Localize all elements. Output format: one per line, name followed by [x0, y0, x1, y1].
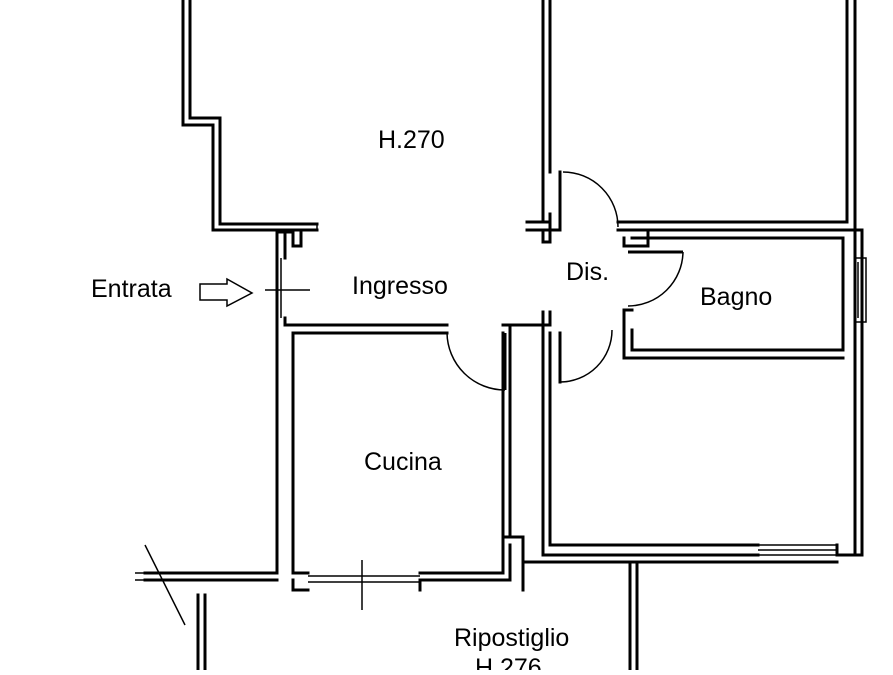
door-kitchen [446, 332, 507, 391]
wall-living-west [181, 0, 319, 232]
label-height-main: H.270 [378, 126, 445, 154]
label-entrance: Entrata [91, 275, 172, 303]
label-hall: Ingresso [352, 272, 448, 300]
wall-storage [196, 535, 839, 672]
wall-partition-upper [525, 0, 562, 244]
wall-lower-right-room [541, 310, 864, 557]
wall-kitchen [143, 323, 545, 610]
wall-entrance [265, 230, 310, 575]
break-line [135, 544, 186, 626]
entrance-arrow-icon [199, 277, 254, 308]
door-bathroom [627, 250, 684, 307]
wall-bathroom [616, 220, 867, 557]
door-bedroom-upper [562, 171, 619, 228]
label-bathroom: Bagno [700, 283, 772, 311]
label-corridor: Dis. [566, 258, 609, 286]
door-lower-right [559, 329, 613, 383]
label-height-storage: H.276 [475, 654, 542, 670]
label-storage: Ripostiglio [454, 624, 569, 652]
wall-bedroom-east [845, 0, 857, 232]
label-kitchen: Cucina [364, 448, 442, 476]
